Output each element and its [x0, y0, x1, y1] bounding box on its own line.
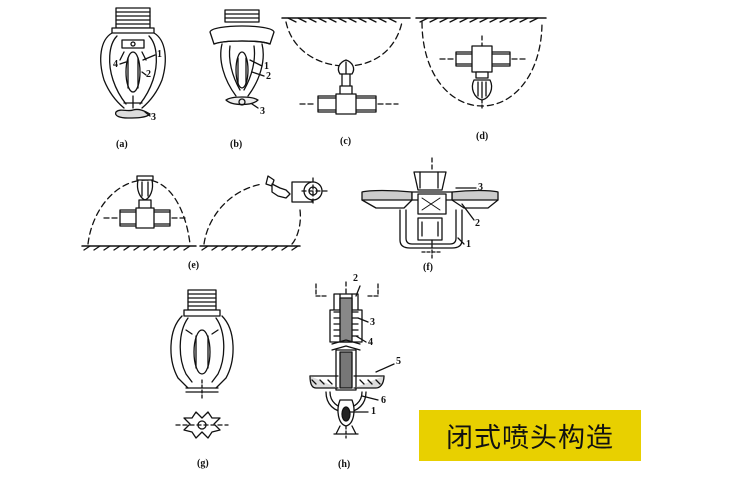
caption-b: (b) [230, 139, 243, 150]
part-label-f-2: 2 [475, 218, 480, 229]
page-title: 闭式喷头构造 [446, 423, 614, 454]
sprinkler-b-drawing [209, 9, 275, 109]
caption-g: (g) [197, 458, 209, 469]
caption-f: (f) [423, 262, 433, 273]
part-label-a-1: 1 [157, 49, 162, 60]
sprinkler-h-drawing [309, 281, 395, 439]
sprinkler-e-drawing [81, 175, 329, 251]
part-label-h-2: 2 [353, 273, 358, 284]
part-label-b-1: 1 [264, 61, 269, 72]
caption-a: (a) [116, 139, 128, 150]
part-label-b-3: 3 [260, 106, 265, 117]
part-label-a-4: 4 [113, 59, 118, 70]
part-label-h-1: 1 [371, 406, 376, 417]
part-label-h-3: 3 [370, 317, 375, 328]
part-label-f-1: 1 [466, 239, 471, 250]
sprinkler-d-drawing [415, 17, 547, 109]
sprinkler-a-drawing [100, 7, 166, 119]
caption-h: (h) [338, 459, 351, 470]
part-label-f-3: 3 [478, 182, 483, 193]
part-label-b-2: 2 [266, 71, 271, 82]
sprinkler-c-drawing [281, 17, 411, 115]
part-label-h-5: 5 [396, 356, 401, 367]
sprinkler-g-drawing [170, 289, 234, 439]
part-label-h-4: 4 [368, 337, 373, 348]
part-label-h-6: 6 [381, 395, 386, 406]
caption-d: (d) [476, 131, 489, 142]
caption-c: (c) [340, 136, 352, 147]
title-banner: 闭式喷头构造 [419, 410, 641, 461]
caption-e: (e) [188, 260, 200, 271]
sprinkler-f-drawing [361, 157, 499, 259]
part-label-a-2: 2 [146, 69, 151, 80]
part-label-a-3: 3 [151, 112, 156, 123]
